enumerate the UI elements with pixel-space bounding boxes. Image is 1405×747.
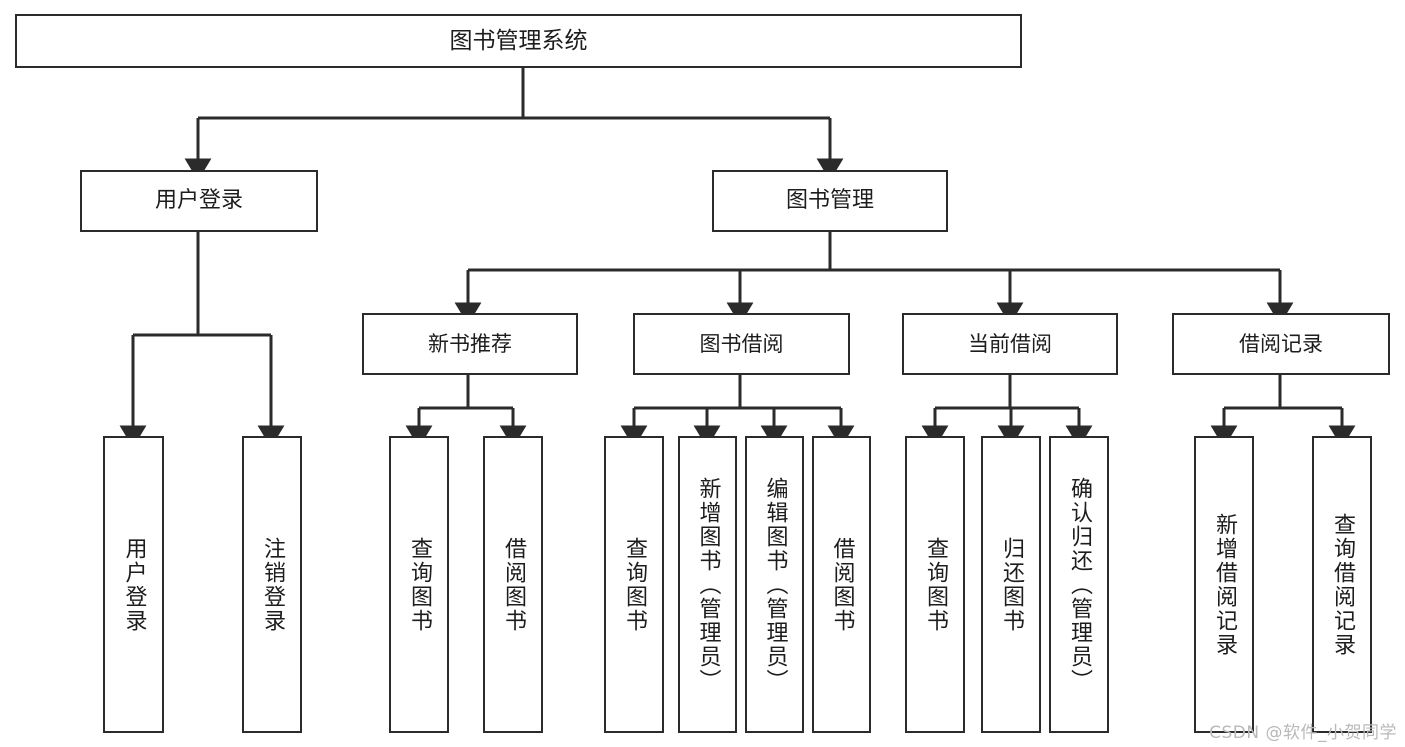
- node-leaf-logout[interactable]: 注销登录: [242, 436, 302, 733]
- node-leaf-query-book-2[interactable]: 查询图书: [604, 436, 664, 733]
- node-leaf-query-book-1[interactable]: 查询图书: [389, 436, 449, 733]
- node-leaf-return-book-label: 归还图书: [999, 536, 1024, 633]
- node-user-login[interactable]: 用户登录: [80, 170, 318, 232]
- node-current-borrow[interactable]: 当前借阅: [902, 313, 1118, 375]
- node-root-label: 图书管理系统: [449, 27, 588, 54]
- node-leaf-query-book-3[interactable]: 查询图书: [905, 436, 965, 733]
- node-leaf-add-borrow-record-label: 新增借阅记录: [1212, 512, 1237, 657]
- node-leaf-confirm-return-admin[interactable]: 确认归还（管理员）: [1049, 436, 1109, 733]
- csdn-watermark: CSDN @软件_小贺同学: [1209, 723, 1397, 743]
- node-leaf-query-borrow-record[interactable]: 查询借阅记录: [1312, 436, 1372, 733]
- node-borrow-record[interactable]: 借阅记录: [1172, 313, 1390, 375]
- node-leaf-borrow-book-2-label: 借阅图书: [829, 536, 855, 633]
- node-leaf-borrow-book-1-label: 借阅图书: [501, 536, 526, 633]
- node-current-borrow-label: 当前借阅: [968, 331, 1052, 356]
- node-new-book-recommend-label: 新书推荐: [428, 331, 512, 356]
- node-new-book-recommend[interactable]: 新书推荐: [362, 313, 578, 375]
- node-leaf-add-book-admin-label: 新增图书（管理员）: [695, 476, 721, 693]
- node-leaf-add-borrow-record[interactable]: 新增借阅记录: [1194, 436, 1254, 733]
- node-leaf-confirm-return-admin-label: 确认归还（管理员）: [1067, 476, 1092, 693]
- node-leaf-user-login-label: 用户登录: [121, 536, 147, 633]
- node-leaf-query-book-1-label: 查询图书: [407, 536, 432, 633]
- node-book-management[interactable]: 图书管理: [712, 170, 948, 232]
- node-user-login-label: 用户登录: [154, 188, 243, 214]
- node-leaf-query-borrow-record-label: 查询借阅记录: [1330, 512, 1355, 657]
- node-leaf-query-book-3-label: 查询图书: [923, 536, 948, 633]
- node-leaf-add-book-admin[interactable]: 新增图书（管理员）: [678, 436, 737, 733]
- node-leaf-borrow-book-2[interactable]: 借阅图书: [812, 436, 871, 733]
- node-root[interactable]: 图书管理系统: [15, 14, 1022, 68]
- node-leaf-logout-label: 注销登录: [260, 536, 285, 633]
- node-leaf-return-book[interactable]: 归还图书: [981, 436, 1041, 733]
- node-borrow-record-label: 借阅记录: [1239, 331, 1323, 356]
- node-leaf-user-login[interactable]: 用户登录: [103, 436, 164, 733]
- node-leaf-edit-book-admin[interactable]: 编辑图书（管理员）: [745, 436, 804, 733]
- node-leaf-edit-book-admin-label: 编辑图书（管理员）: [762, 476, 788, 693]
- node-book-management-label: 图书管理: [785, 188, 874, 214]
- node-book-borrow[interactable]: 图书借阅: [633, 313, 850, 375]
- node-leaf-borrow-book-1[interactable]: 借阅图书: [483, 436, 543, 733]
- node-book-borrow-label: 图书借阅: [699, 331, 784, 356]
- node-leaf-query-book-2-label: 查询图书: [622, 536, 647, 633]
